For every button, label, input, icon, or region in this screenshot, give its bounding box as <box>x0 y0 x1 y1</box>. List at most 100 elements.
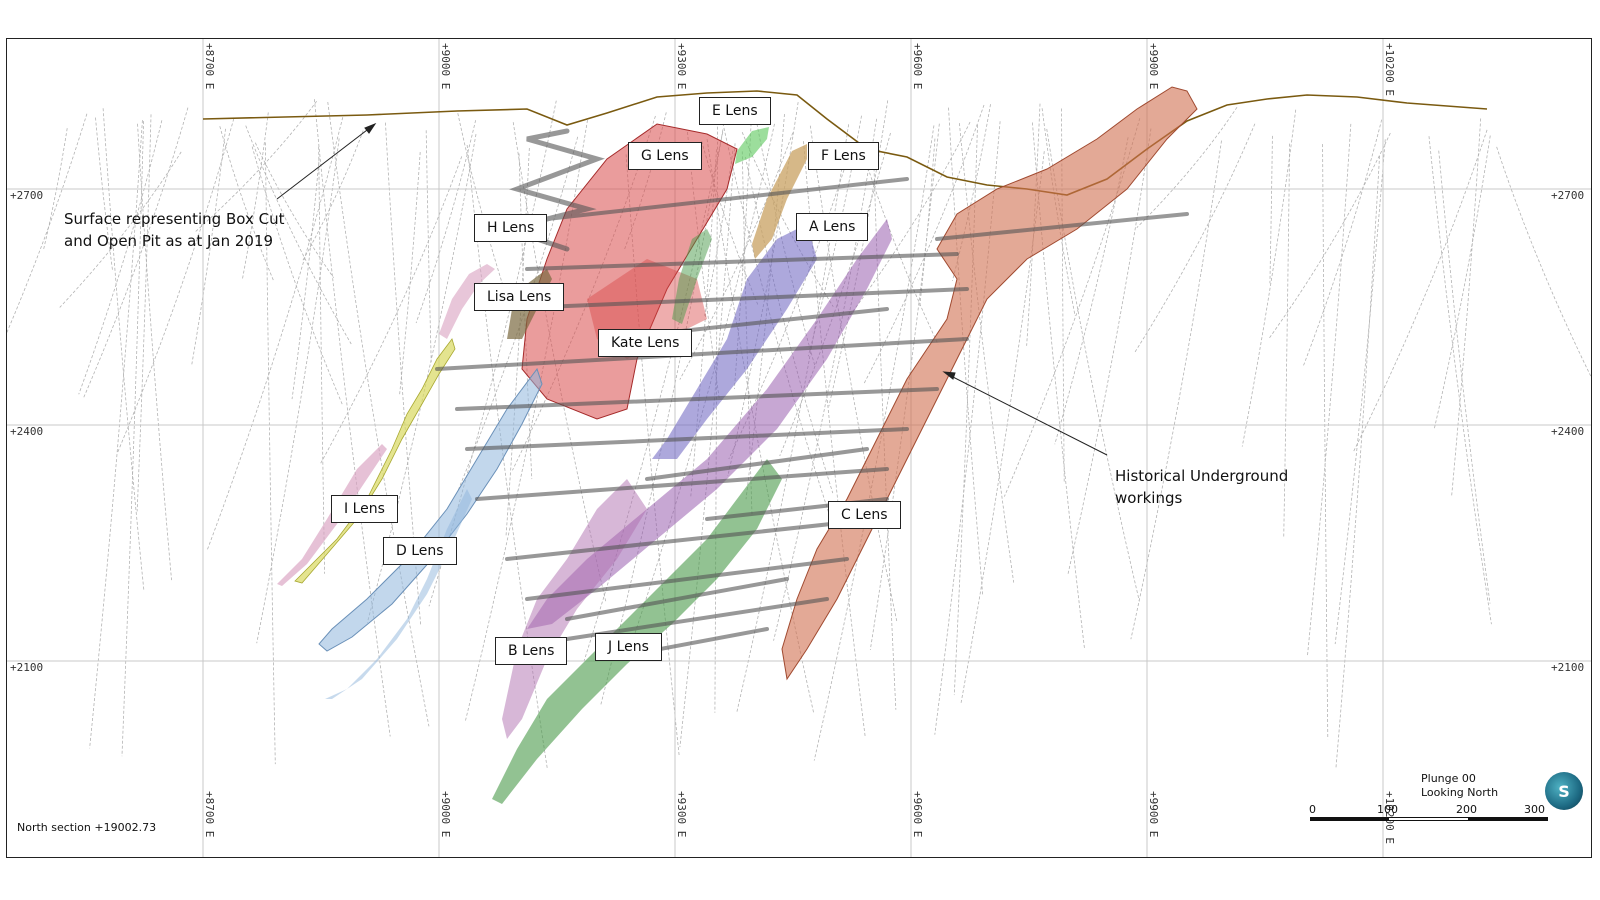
drillhole-trace <box>89 120 143 749</box>
drillhole-trace <box>1269 132 1391 339</box>
section-canvas: +8700 E +9000 E +9300 E +9600 E +9900 E … <box>7 39 1591 857</box>
lens-label-g: G Lens <box>628 142 702 170</box>
surface-annotation: Surface representing Box Cut and Open Pi… <box>64 208 284 252</box>
scale-tick-label: 200 <box>1456 803 1477 816</box>
scale-tick-label: 0 <box>1309 803 1316 816</box>
globe-icon: S <box>1545 772 1583 810</box>
easting-label: +9600 E <box>911 43 924 89</box>
drillhole-trace <box>102 108 145 592</box>
drillhole-trace <box>1032 122 1085 650</box>
drillhole-trace <box>256 138 340 644</box>
drillhole-trace <box>136 114 152 512</box>
drillhole-trace <box>137 123 172 581</box>
drillhole-trace <box>251 146 343 405</box>
drillhole-trace <box>1241 109 1297 447</box>
drillhole-trace <box>1136 106 1238 228</box>
drillhole-trace <box>194 101 317 233</box>
drillhole-trace <box>952 104 991 281</box>
scale-tick-label: 300 <box>1524 803 1545 816</box>
section-view: +8700 E +9000 E +9300 E +9600 E +9900 E … <box>6 38 1592 858</box>
drillhole-trace <box>458 136 579 490</box>
elevation-label: +2700 <box>1551 189 1584 202</box>
drillhole-trace <box>82 107 189 399</box>
drillhole-trace <box>948 107 984 596</box>
elevation-label: +2400 <box>10 425 43 438</box>
drillhole-trace <box>512 115 656 471</box>
red-lens-shape <box>521 123 738 420</box>
drillhole-trace <box>301 130 364 263</box>
drillhole-trace <box>849 121 971 316</box>
underground-drive <box>565 577 789 621</box>
f-lens-shape <box>752 144 807 259</box>
lens-label-c: C Lens <box>828 501 901 529</box>
b-lens-shape <box>502 479 647 739</box>
drillhole-trace <box>505 147 530 537</box>
drillhole-trace <box>1133 123 1256 354</box>
d-lens-shape <box>318 367 543 652</box>
drillhole-trace <box>121 121 144 757</box>
drillhole-trace <box>625 154 680 756</box>
drillhole-trace <box>809 125 898 622</box>
elevation-label: +2100 <box>1551 661 1584 674</box>
elevation-label: +2700 <box>10 189 43 202</box>
pink-lens-shape <box>439 264 495 339</box>
underground-drive <box>465 427 909 451</box>
lens-label-h: H Lens <box>474 214 548 242</box>
drillhole-trace <box>1334 139 1386 645</box>
easting-label: +9900 E <box>1147 43 1160 89</box>
easting-label: +9600 E <box>911 791 924 837</box>
surface-arrow-head <box>364 122 377 134</box>
drillhole-trace <box>327 101 430 727</box>
j-lens-shape <box>492 459 782 804</box>
drillhole-trace <box>399 152 421 395</box>
elevation-label: +2400 <box>1551 425 1584 438</box>
underground-drive <box>935 212 1189 241</box>
historical-arrow-line <box>948 374 1108 456</box>
drillhole-trace <box>679 132 794 380</box>
scale-bar-segment <box>1389 817 1468 821</box>
drillhole-trace <box>1041 108 1076 316</box>
drillhole-trace <box>1433 135 1491 431</box>
drillhole-trace <box>241 112 269 280</box>
drillhole-trace <box>727 102 799 477</box>
easting-label: +9900 E <box>1147 791 1160 837</box>
drillhole-trace <box>919 138 936 308</box>
drillhole-trace <box>415 120 477 324</box>
plunge-label: Plunge 00 <box>1421 772 1476 785</box>
historical-annotation-line2: workings <box>1115 489 1183 507</box>
lens-label-j: J Lens <box>595 633 662 661</box>
drillhole-trace <box>254 142 334 278</box>
lens-label-kate: Kate Lens <box>598 329 693 357</box>
drillhole-trace <box>95 117 113 271</box>
underground-drive <box>455 387 939 411</box>
drillhole-trace <box>291 158 320 400</box>
surface-arrow-line <box>276 126 372 200</box>
drillhole-trace <box>1283 143 1291 538</box>
drillhole-trace <box>714 121 718 713</box>
lens-label-b: B Lens <box>495 637 568 665</box>
drillhole-trace <box>457 113 509 302</box>
elevation-labels-right: +2700 +2400 +2100 <box>1551 189 1584 674</box>
drillhole-trace <box>264 142 276 765</box>
easting-label: +8700 E <box>203 791 216 837</box>
easting-labels-bottom: +8700 E +9000 E +9300 E +9600 E +9900 E … <box>203 791 1396 844</box>
underground-drive <box>475 467 889 501</box>
drillhole-trace <box>1269 135 1273 284</box>
drillhole-trace <box>428 100 557 607</box>
drillhole-trace <box>1451 118 1482 497</box>
underground-drive <box>505 517 879 561</box>
drillhole-trace <box>1428 136 1492 625</box>
drillhole-trace <box>78 120 163 395</box>
lens-label-a: A Lens <box>796 213 869 241</box>
scale-bar <box>1310 817 1548 821</box>
drillhole-trace <box>1322 144 1329 740</box>
drillhole-trace <box>1352 129 1488 453</box>
drillhole-trace <box>958 123 1015 583</box>
scale-tick-label: 100 <box>1377 803 1398 816</box>
underground-drive <box>525 252 959 271</box>
drillhole-trace <box>1061 108 1065 482</box>
easting-labels-top: +8700 E +9000 E +9300 E +9600 E +9900 E … <box>203 43 1396 96</box>
view-direction-label: Looking North <box>1421 786 1499 799</box>
underground-drive <box>435 337 969 371</box>
easting-label: +9300 E <box>675 791 688 837</box>
